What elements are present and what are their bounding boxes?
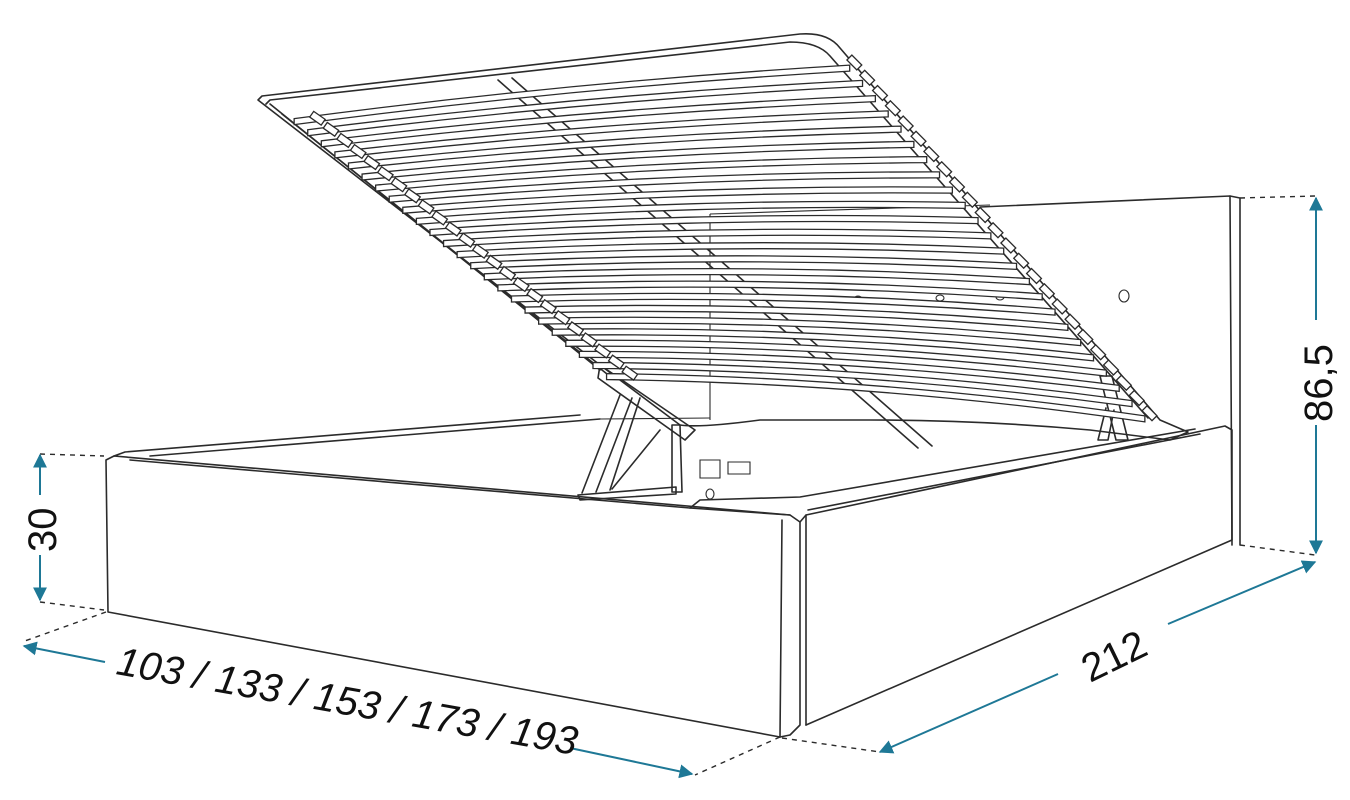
slat <box>456 242 1005 259</box>
slat-holder <box>1038 282 1056 300</box>
slat <box>551 328 1095 362</box>
slatted-base <box>257 32 1189 449</box>
slat <box>510 292 1056 316</box>
slat-holder <box>335 132 354 149</box>
slat <box>524 304 1069 332</box>
slat <box>320 94 877 148</box>
slat-holder <box>846 54 863 71</box>
width-dimension-line <box>569 747 694 779</box>
gas-lift-mechanism <box>577 364 1129 501</box>
slat-holder <box>363 154 381 171</box>
slat <box>415 200 966 226</box>
slat <box>578 350 1120 393</box>
slat-holder <box>1115 374 1133 392</box>
slat-holder <box>1064 313 1081 331</box>
slat <box>307 79 864 137</box>
height-side-label: 30 <box>21 508 65 553</box>
dimension-lines <box>22 196 1323 779</box>
slat <box>375 155 928 192</box>
slat-holder <box>948 176 966 193</box>
slat-holder <box>607 354 625 370</box>
slat <box>293 64 851 126</box>
slat-holder <box>961 191 979 209</box>
slat-holder <box>417 199 435 215</box>
slat-holder <box>580 332 598 348</box>
slat-holder <box>498 265 517 282</box>
slat <box>442 228 992 248</box>
slat-holder <box>1051 298 1069 315</box>
width-options-label: 103 / 133 / 153 / 173 / 193 <box>113 640 581 764</box>
slat-holder <box>485 254 503 271</box>
slat-holder <box>512 276 530 293</box>
slat <box>429 214 979 237</box>
slat-holder <box>1012 252 1030 270</box>
extension-lines <box>21 195 1316 776</box>
slat-holder <box>539 298 558 315</box>
slat-holder <box>553 309 571 326</box>
slat-holder <box>431 210 449 226</box>
slat-holder <box>1128 389 1146 407</box>
slat-holder <box>403 188 422 204</box>
slat <box>565 339 1108 377</box>
slat-holder <box>349 143 367 160</box>
slat-holder <box>458 232 476 248</box>
slat-holder <box>594 343 612 359</box>
slat <box>592 361 1133 408</box>
slat <box>361 140 915 181</box>
slat-holder <box>322 121 340 138</box>
headboard-height-label: 86,5 <box>1297 344 1341 422</box>
slat <box>483 267 1031 286</box>
slat-holder <box>390 176 408 193</box>
slat-holder <box>987 221 1004 239</box>
length-dimension-line <box>878 673 1059 754</box>
slat <box>470 255 1018 271</box>
headboard-button <box>935 294 945 302</box>
slat <box>605 372 1146 423</box>
slat <box>334 110 889 159</box>
slat-holder <box>308 110 327 127</box>
bed-frame <box>105 414 1233 738</box>
slat <box>497 280 1043 301</box>
slat-holder <box>376 165 395 182</box>
slat-holder <box>1141 404 1158 422</box>
slat-holder <box>566 321 585 337</box>
slat-holder <box>621 365 639 381</box>
slat-holder <box>974 206 992 224</box>
slat-holder <box>471 243 490 260</box>
width-dimension-line <box>22 641 106 663</box>
slat-holder <box>923 145 940 163</box>
slat-holder <box>1025 267 1043 285</box>
slat <box>347 125 902 170</box>
length-dimension-line <box>1167 560 1317 625</box>
slat-holder <box>858 69 876 87</box>
slat-holder <box>910 130 927 148</box>
slat-holder <box>871 84 889 102</box>
slat-holder <box>897 115 915 132</box>
slat <box>402 186 954 215</box>
slat-holder <box>884 99 902 117</box>
slat-holder <box>1077 328 1094 346</box>
slat <box>388 171 941 203</box>
slat-holder <box>444 221 462 237</box>
headboard-button <box>1118 289 1130 303</box>
slat <box>538 316 1082 347</box>
slat-holder <box>935 160 953 178</box>
slat-holder <box>526 287 544 304</box>
slat-holder <box>1089 343 1107 361</box>
slat-holder <box>1000 237 1017 254</box>
slat-holder <box>1102 359 1120 376</box>
length-label: 212 <box>1075 622 1154 691</box>
